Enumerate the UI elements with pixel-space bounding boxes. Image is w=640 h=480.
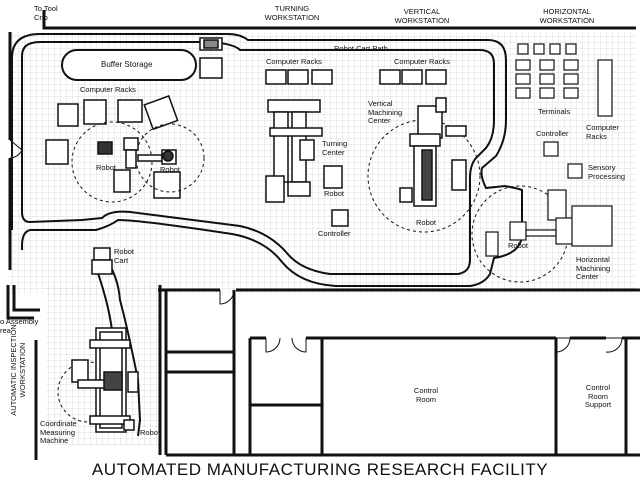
label-turning-ws-line1: TURNING: [274, 4, 310, 13]
label-sensory-line2: Processing: [588, 171, 626, 181]
label-sensory-line1: Sensory: [588, 163, 616, 172]
label-cmm-line3: Machine: [40, 436, 69, 445]
label-robot-buffer-1: Robot: [96, 163, 117, 172]
label-controller-turning: Controller: [318, 229, 351, 238]
robot-cart: [91, 247, 113, 275]
robot-cart-path: [11, 33, 523, 437]
label-crs-line3: Support: [584, 400, 612, 409]
facility-title: AUTOMATED MANUFACTURING RESEARCH FACILIT…: [91, 460, 549, 479]
label-computer-racks-turning: Computer Racks: [266, 57, 322, 66]
label-turning-ws-line2: WORKSTATION: [264, 12, 320, 22]
label-inspection-line2: WORKSTATION: [18, 342, 27, 398]
buffer-storage: [61, 49, 197, 81]
label-robot-horizontal: Robot: [508, 241, 529, 250]
label-horizontal-ws-line2: WORKSTATION: [539, 15, 595, 25]
label-turning-center-line1: Turning: [322, 139, 348, 148]
label-control-room-line2: Room: [415, 394, 436, 404]
doors: [9, 139, 623, 353]
inspection-station: [57, 327, 139, 433]
label-crs-line1: Control: [585, 383, 611, 392]
label-to-assembly-line1: o Assembly: [0, 317, 39, 326]
label-cmm-line1: Coordinate: [40, 419, 77, 428]
label-vmc-line1: Vertical: [368, 99, 393, 108]
label-horizontal-ws-line1: HORIZONTAL: [543, 7, 591, 16]
label-turning-center-line2: Center: [322, 147, 345, 157]
left-computer-racks: [45, 95, 181, 199]
label-computer-racks-left: Computer Racks: [80, 85, 136, 94]
label-robot-turning: Robot: [324, 189, 345, 198]
outer-walls: [6, 10, 636, 460]
label-vmc-line3: Center: [368, 116, 391, 125]
label-hmc-line1: Horizontal: [576, 255, 610, 264]
tool-crib-cart: [199, 37, 223, 79]
label-to-tool-crib-line1: To Tool: [34, 4, 58, 13]
label-computer-racks-right-line2: Racks: [586, 131, 607, 141]
label-robot-cmm: Robot: [140, 428, 161, 437]
label-robot-vertical: Robot: [416, 218, 437, 227]
label-inspection-line1: AUTOMATIC INSPECTION: [9, 324, 18, 416]
label-controller-right: Controller: [536, 129, 569, 138]
buffer-robots: [71, 121, 205, 203]
room-walls: [158, 288, 640, 457]
label-vmc-line2: Machining: [368, 107, 403, 117]
label-computer-racks-right-line1: Computer: [586, 123, 619, 132]
label-cmm-line2: Measuring: [40, 427, 76, 437]
vertical-workstation: [367, 69, 481, 233]
label-robot-cart-line1: Robot: [114, 247, 135, 256]
label-robot-cart-line2: Cart: [114, 255, 129, 265]
label-buffer-storage: Buffer Storage: [101, 60, 153, 69]
label-vertical-ws-line1: VERTICAL: [403, 7, 441, 16]
label-control-room-line1: Control: [413, 386, 439, 395]
label-hmc-line3: Center: [576, 272, 599, 281]
horizontal-workstation: [471, 43, 613, 283]
label-robot-buffer-2: Robot: [160, 165, 181, 174]
turning-workstation: [265, 69, 349, 227]
label-computer-racks-vertical: Computer Racks: [394, 57, 450, 66]
label-robot-cart-path: Robot Cart Path: [334, 44, 388, 53]
label-crs-line2: Room: [587, 391, 608, 401]
label-hmc-line2: Machining: [576, 263, 611, 273]
label-to-assembly-line2: rea: [0, 325, 11, 335]
label-terminals: Terminals: [538, 107, 571, 116]
label-to-tool-crib-line2: Crib: [34, 12, 48, 22]
label-vertical-ws-line2: WORKSTATION: [394, 15, 450, 25]
